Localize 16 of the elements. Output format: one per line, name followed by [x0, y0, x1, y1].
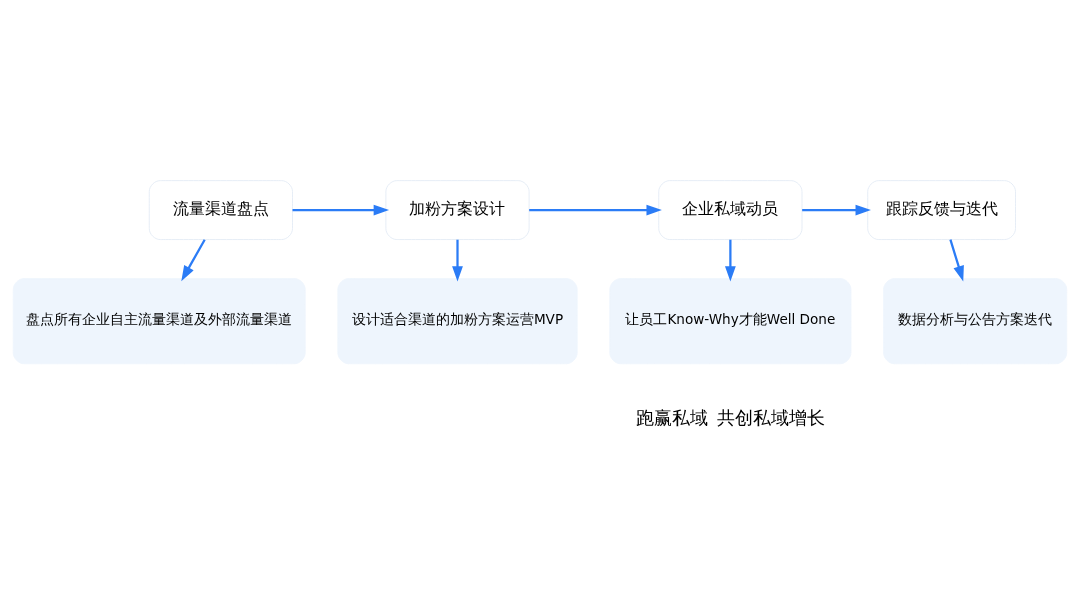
arrow — [949, 238, 964, 281]
node-box: 设计适合渠道的加粉方案运营MVP — [337, 277, 578, 364]
arrow — [529, 204, 662, 215]
label: 跑赢私域 共创私域增长 — [635, 407, 825, 428]
arrow — [181, 238, 206, 281]
node-box: 让员工Know-Why才能Well Done — [609, 277, 852, 364]
arrow — [452, 239, 463, 282]
node-box: 企业私域动员 — [658, 179, 803, 240]
node-box: 数据分析与公告方案迭代 — [883, 277, 1068, 364]
arrow — [292, 204, 390, 215]
node-box: 流量渠道盘点 — [148, 179, 293, 240]
node-box: 跟踪反馈与迭代 — [867, 179, 1016, 240]
node-box: 加粉方案设计 — [385, 179, 530, 240]
arrow — [802, 204, 871, 215]
arrow — [724, 239, 736, 282]
node-box: 盘点所有企业自主流量渠道及外部流量渠道 — [12, 277, 306, 364]
